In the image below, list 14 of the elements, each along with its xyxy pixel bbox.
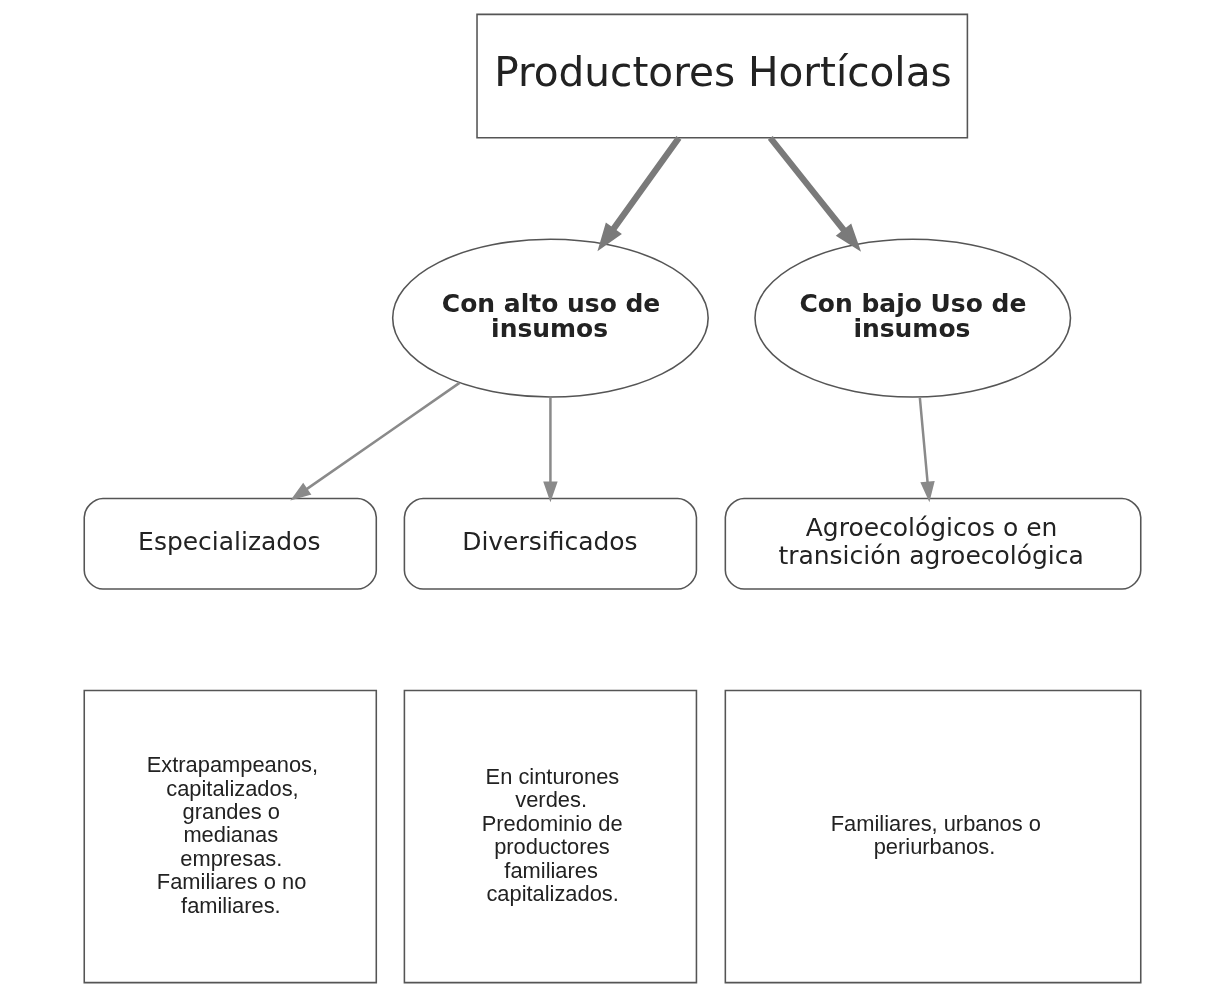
arrow — [767, 135, 862, 252]
arrow — [290, 381, 461, 501]
node-box: En cinturones verdes. Predominio de productores familiares capitalizados. — [403, 689, 698, 984]
node-box: Diversificados — [403, 497, 698, 590]
node-box: Agroecológicos o en transición agroecológica — [724, 497, 1142, 590]
node-box: Productores Hortícolas — [476, 13, 969, 139]
arrow — [543, 397, 558, 503]
node-box: Especializados — [83, 497, 378, 590]
node-ellipse: Con alto uso de insumos — [391, 238, 709, 398]
arrow — [918, 397, 935, 503]
arrow — [597, 136, 682, 252]
node-ellipse: Con bajo Uso de insumos — [754, 238, 1072, 398]
node-box: Familiares, urbanos o periurbanos. — [724, 689, 1142, 984]
node-box: Extrapampeanos, capitalizados, grandes o medianas empresas. Familiares o no familiares. — [83, 689, 378, 984]
